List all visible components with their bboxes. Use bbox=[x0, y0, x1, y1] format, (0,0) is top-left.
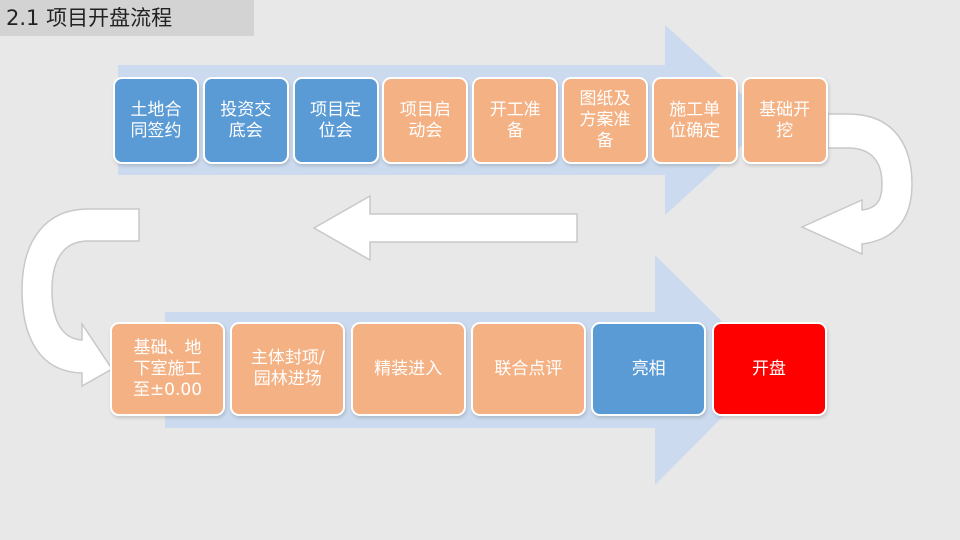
flow-step-box: 施工单 位确定 bbox=[651, 77, 738, 164]
flow-step-box: 亮相 bbox=[591, 322, 707, 416]
flow-step-box: 主体封项/ 园林进场 bbox=[230, 322, 346, 416]
page-title: 2.1 项目开盘流程 bbox=[0, 0, 254, 36]
row2-band-arrow bbox=[165, 255, 770, 485]
flow-step-box: 基础、地 下室施工 至±0.00 bbox=[110, 322, 225, 416]
left-uturn-arrow bbox=[21, 208, 140, 388]
right-uturn-arrow bbox=[800, 113, 913, 256]
back-arrow bbox=[312, 194, 578, 262]
flow-step-box: 基础开 挖 bbox=[741, 77, 828, 164]
flow-step-box: 联合点评 bbox=[470, 322, 586, 416]
flow-step-box: 开盘 bbox=[711, 322, 827, 416]
flow-step-box: 开工准 备 bbox=[472, 77, 559, 164]
flow-step-box: 投资交 底会 bbox=[202, 77, 289, 164]
flow-step-box: 精装进入 bbox=[350, 322, 466, 416]
flow-step-box: 图纸及 方案准 备 bbox=[562, 77, 648, 164]
flow-step-box: 项目定 位会 bbox=[292, 77, 379, 164]
flow-step-box: 土地合 同签约 bbox=[113, 77, 199, 164]
flow-step-box: 项目启 动会 bbox=[382, 77, 469, 164]
